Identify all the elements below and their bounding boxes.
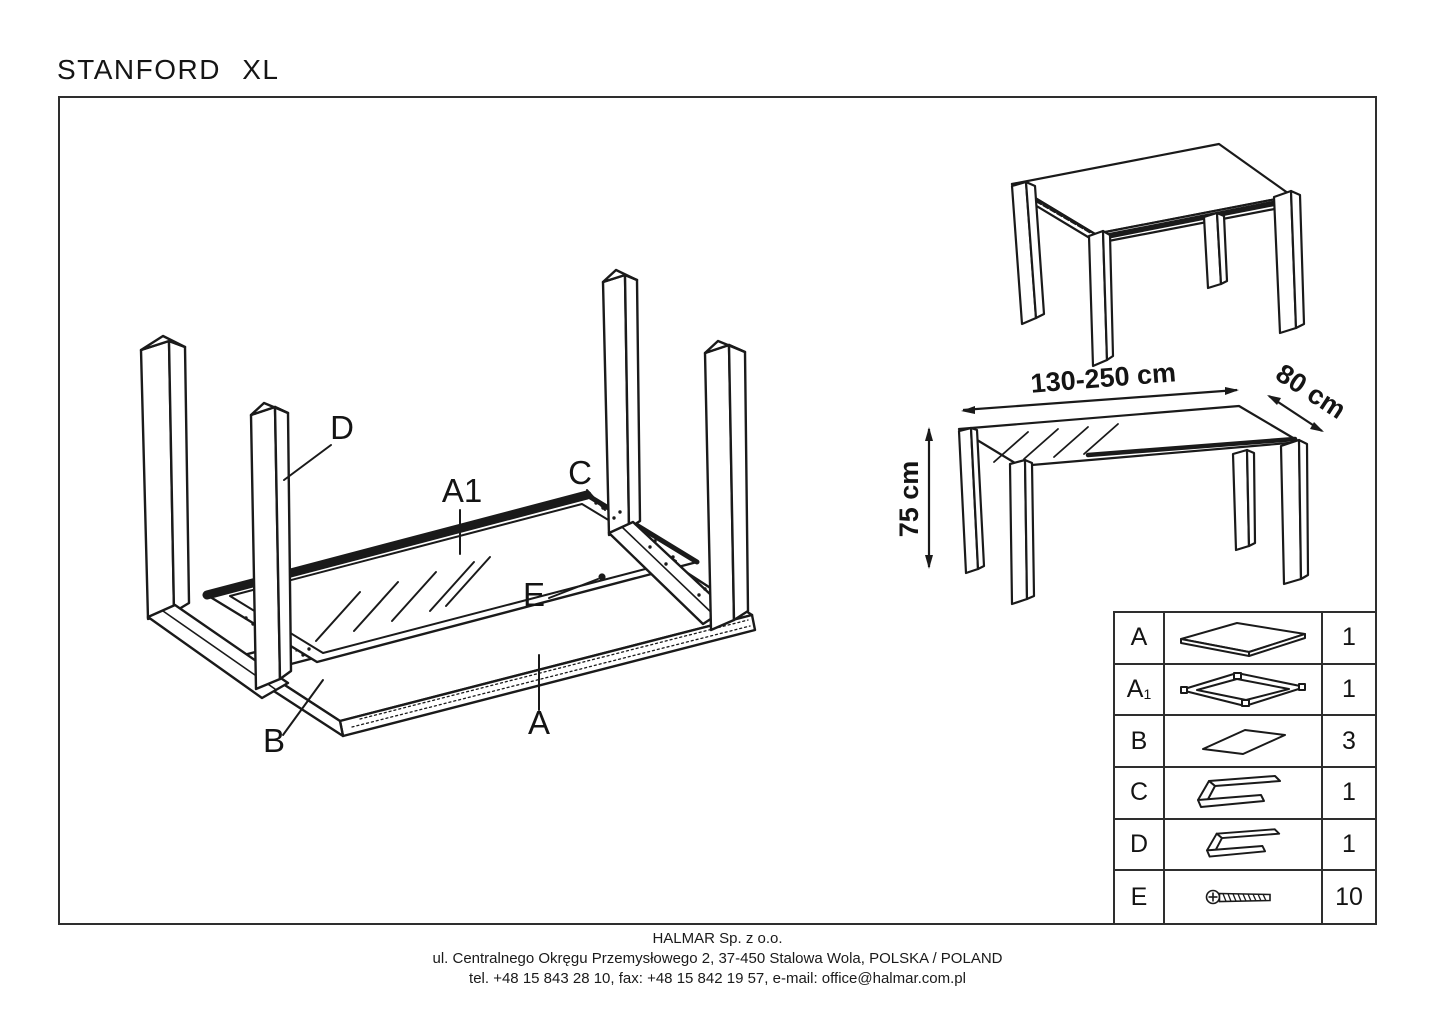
dimension-length: 130-250 cm bbox=[1030, 357, 1178, 398]
part-qty-cell: 1 bbox=[1323, 820, 1375, 870]
technical-drawing: D A1 C E B A bbox=[139, 142, 1352, 759]
part-id: D bbox=[1129, 829, 1149, 858]
part-label-c: C bbox=[568, 454, 592, 491]
part-label-a: A bbox=[528, 704, 550, 741]
part-icon-cell bbox=[1165, 664, 1323, 715]
dimension-view bbox=[957, 404, 1310, 606]
part-label-e: E bbox=[523, 576, 545, 613]
part-qty-cell: 1 bbox=[1323, 613, 1375, 663]
part-id: C bbox=[1129, 778, 1149, 807]
dimension-width: 80 cm bbox=[1271, 358, 1352, 425]
exploded-view bbox=[139, 268, 757, 738]
part-id: E bbox=[1130, 882, 1148, 911]
leg-frame-icon bbox=[1197, 774, 1281, 808]
exploded-view-labels: D A1 C E B A bbox=[263, 409, 592, 759]
part-qty: 1 bbox=[1342, 778, 1356, 807]
assembled-view bbox=[1010, 142, 1306, 368]
part-label-a1: A1 bbox=[442, 472, 482, 509]
screw-e-target bbox=[598, 573, 606, 581]
part-label-d: D bbox=[330, 409, 354, 446]
part-label-b: B bbox=[263, 722, 285, 759]
part-id-sub: 1 bbox=[1143, 686, 1152, 703]
part-icon-cell bbox=[1165, 871, 1323, 923]
dimension-arrows bbox=[925, 387, 1324, 569]
part-icon-cell bbox=[1165, 716, 1323, 766]
part-qty-cell: 1 bbox=[1323, 768, 1375, 818]
leader-lines bbox=[282, 444, 606, 736]
table-row: B 3 bbox=[1115, 716, 1375, 768]
leg-frame-d-part bbox=[139, 334, 293, 700]
leg-frame-icon bbox=[1206, 828, 1281, 859]
part-id-cell: D bbox=[1115, 819, 1165, 870]
part-id: A bbox=[1130, 623, 1148, 652]
part-qty: 10 bbox=[1335, 882, 1363, 911]
part-id-cell: A bbox=[1115, 613, 1165, 663]
footer-address: ul. Centralnego Okręgu Przemysłowego 2, … bbox=[432, 950, 1003, 967]
screw-detail-dots bbox=[244, 501, 707, 657]
part-qty: 3 bbox=[1342, 726, 1356, 755]
page-title: STANFORD XL bbox=[57, 54, 280, 85]
table-row: A 1 bbox=[1115, 613, 1375, 665]
leg-frame-c-part bbox=[601, 268, 750, 632]
tabletop-panel-icon bbox=[1180, 621, 1306, 657]
part-id-cell: B bbox=[1115, 716, 1165, 766]
part-icon-cell bbox=[1165, 613, 1323, 663]
part-icon-cell bbox=[1165, 768, 1323, 818]
part-id: B bbox=[1130, 726, 1148, 755]
part-id: A bbox=[1126, 674, 1144, 703]
drawing-frame: D A1 C E B A bbox=[58, 96, 1377, 925]
dimension-height: 75 cm bbox=[894, 461, 924, 538]
table-row: C 1 bbox=[1115, 768, 1375, 820]
screw-icon bbox=[1205, 889, 1271, 905]
footer-contact: tel. +48 15 843 28 10, fax: +48 15 842 1… bbox=[469, 970, 966, 987]
table-row: D 1 bbox=[1115, 819, 1375, 872]
footer-company: HALMAR Sp. z o.o. bbox=[652, 930, 783, 947]
part-icon-cell bbox=[1165, 819, 1323, 870]
part-qty: 1 bbox=[1342, 623, 1356, 652]
tabletop-frame-icon bbox=[1180, 672, 1306, 708]
part-qty-cell: 3 bbox=[1323, 716, 1375, 766]
part-qty-cell: 10 bbox=[1323, 871, 1375, 923]
footer: HALMAR Sp. z o.o. ul. Centralnego Okręgu… bbox=[58, 929, 1377, 989]
part-id-cell: C bbox=[1115, 768, 1165, 818]
part-qty-cell: 1 bbox=[1323, 665, 1375, 715]
part-id-cell: E bbox=[1115, 871, 1165, 923]
part-qty: 1 bbox=[1342, 829, 1356, 858]
part-qty: 1 bbox=[1342, 674, 1356, 703]
extension-panel-icon bbox=[1202, 729, 1286, 756]
table-row: E bbox=[1115, 871, 1375, 923]
